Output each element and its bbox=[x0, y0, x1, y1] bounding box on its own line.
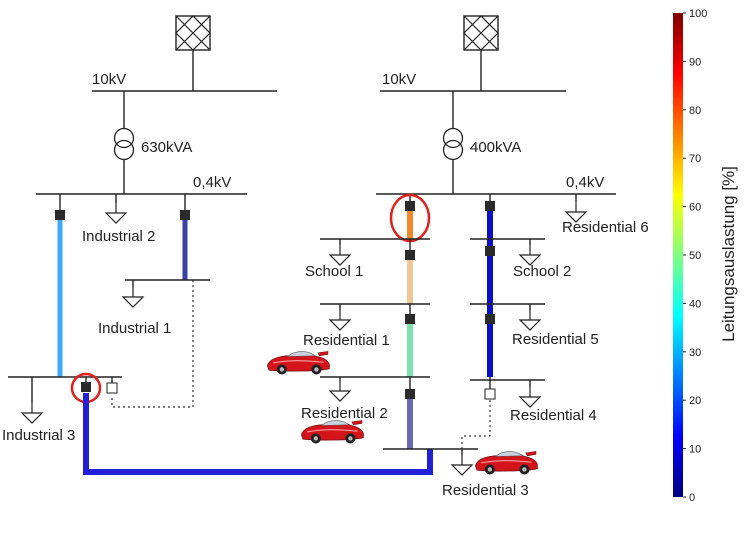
mv-voltage-label: 10kV bbox=[92, 71, 126, 88]
colorbar-tick-label: 30 bbox=[689, 347, 701, 359]
switch-open bbox=[484, 388, 496, 400]
switch-open bbox=[106, 382, 118, 394]
transformer-icon bbox=[113, 127, 135, 161]
lv-voltage-label: 0,4kV bbox=[566, 174, 604, 191]
switch-closed bbox=[485, 246, 495, 256]
line-tie bbox=[83, 393, 433, 475]
load-label-residential6: Residential 6 bbox=[562, 219, 649, 236]
transformer-icon bbox=[442, 127, 464, 161]
external-grid-icon bbox=[463, 15, 499, 51]
load-label-industrial2: Industrial 2 bbox=[82, 228, 155, 245]
external-grid-icon bbox=[175, 15, 211, 51]
mv-voltage-label: 10kV bbox=[382, 71, 416, 88]
load-label-residential3: Residential 3 bbox=[442, 482, 529, 499]
colorbar-tick-label: 80 bbox=[689, 105, 701, 117]
switch-closed bbox=[485, 201, 495, 211]
right-grid: 10kV 400kVA 0,4kV Residential 6 School 1… bbox=[301, 15, 649, 499]
ev-car-icon bbox=[266, 350, 330, 376]
colorbar-tick-label: 10 bbox=[689, 444, 701, 456]
colorbar-tick-label: 0 bbox=[689, 492, 695, 504]
switch-closed bbox=[81, 382, 91, 392]
switch-closed bbox=[55, 210, 65, 220]
load-label-industrial1: Industrial 1 bbox=[98, 320, 171, 337]
lv-voltage-label: 0,4kV bbox=[193, 174, 231, 191]
transformer-rating: 400kVA bbox=[470, 139, 521, 156]
ev-car-icon bbox=[474, 450, 538, 476]
load-label-school1: School 1 bbox=[305, 263, 363, 280]
load-label-industrial3: Industrial 3 bbox=[2, 427, 75, 444]
switch-closed bbox=[180, 210, 190, 220]
switch-closed bbox=[405, 389, 415, 399]
colorbar-ticks: 0 10 20 30 40 50 60 70 80 90 100 bbox=[683, 8, 707, 504]
load-label-school2: School 2 bbox=[513, 263, 571, 280]
load-label-residential1: Residential 1 bbox=[303, 332, 390, 349]
colorbar-tick-label: 50 bbox=[689, 250, 701, 262]
ev-car-icon bbox=[300, 419, 364, 445]
colorbar-tick-label: 40 bbox=[689, 298, 701, 310]
load-label-residential2: Residential 2 bbox=[301, 405, 388, 422]
switch-closed bbox=[405, 250, 415, 260]
left-grid: 10kV 630kVA 0,4kV Industrial 2 Industria… bbox=[2, 15, 433, 475]
colorbar-tick-label: 70 bbox=[689, 153, 701, 165]
colorbar: 0 10 20 30 40 50 60 70 80 90 100 Leitungsauslastun… bbox=[673, 8, 738, 504]
colorbar-tick-label: 90 bbox=[689, 56, 701, 68]
open-tie-dotted bbox=[461, 399, 491, 449]
colorbar-label: Leitungsauslastung [%] bbox=[719, 166, 738, 342]
switch-closed bbox=[405, 201, 415, 211]
switch-closed bbox=[485, 314, 495, 324]
colorbar-tick-label: 100 bbox=[689, 8, 707, 20]
switch-closed bbox=[405, 314, 415, 324]
colorbar-tick-label: 60 bbox=[689, 202, 701, 214]
colorbar-tick-label: 20 bbox=[689, 395, 701, 407]
colorbar-gradient bbox=[673, 13, 683, 497]
transformer-rating: 630kVA bbox=[141, 139, 192, 156]
load-label-residential4: Residential 4 bbox=[510, 407, 597, 424]
open-tie-dotted bbox=[111, 280, 194, 408]
load-label-residential5: Residential 5 bbox=[512, 331, 599, 348]
